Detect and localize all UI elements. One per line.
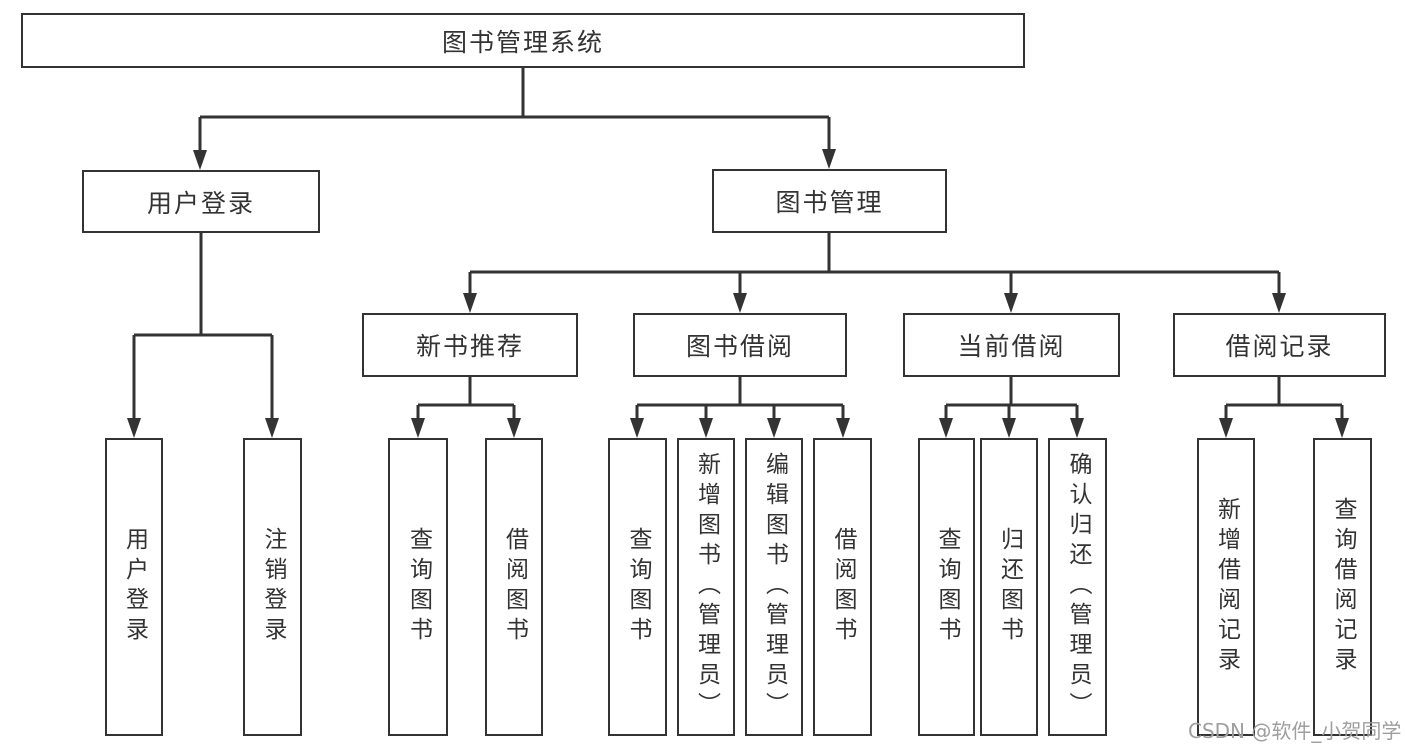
node-new-book-recommend: 新书推荐 [362, 313, 578, 377]
leaf-borrow-books-label: 借阅图书 [830, 527, 856, 647]
leaf-user-login: 用户登录 [105, 438, 163, 736]
node-book-management: 图书管理 [712, 169, 947, 233]
leaf-return-books: 归还图书 [980, 438, 1038, 736]
leaf-recommend-borrow-books: 借阅图书 [485, 438, 543, 736]
node-book-borrow-label: 图书借阅 [685, 332, 794, 361]
leaf-recommend-borrow-books-label: 借阅图书 [501, 527, 528, 647]
node-current-borrow-label: 当前借阅 [957, 332, 1066, 361]
leaf-borrow-query-books-label: 查询图书 [625, 527, 651, 647]
node-borrow-record-label: 借阅记录 [1225, 332, 1334, 361]
watermark: CSDN @软件_小贺同学 [1188, 719, 1402, 743]
node-root: 图书管理系统 [21, 13, 1025, 68]
node-current-borrow: 当前借阅 [903, 313, 1120, 377]
leaf-current-query-books-label: 查询图书 [934, 527, 960, 647]
leaf-add-borrow-record-label: 新增借阅记录 [1213, 497, 1240, 677]
leaf-confirm-return-admin-label: 确认归还（管理员） [1065, 452, 1091, 722]
leaf-add-books-admin-label: 新增图书（管理员） [693, 452, 720, 722]
leaf-confirm-return-admin: 确认归还（管理员） [1048, 438, 1107, 736]
node-book-management-label: 图书管理 [775, 188, 884, 217]
arrowheads [127, 149, 1349, 438]
node-new-book-recommend-label: 新书推荐 [415, 332, 524, 361]
leaf-query-borrow-record-label: 查询借阅记录 [1330, 497, 1356, 677]
leaf-recommend-query-books: 查询图书 [388, 438, 448, 736]
leaf-current-query-books: 查询图书 [918, 438, 975, 736]
leaf-return-books-label: 归还图书 [996, 527, 1023, 647]
leaf-query-borrow-record: 查询借阅记录 [1313, 438, 1372, 736]
node-borrow-record: 借阅记录 [1173, 313, 1386, 377]
node-book-borrow: 图书借阅 [633, 313, 847, 377]
leaf-borrow-query-books: 查询图书 [608, 438, 667, 736]
leaf-borrow-books: 借阅图书 [813, 438, 872, 736]
leaf-logout: 注销登录 [243, 438, 302, 736]
leaf-recommend-query-books-label: 查询图书 [405, 527, 432, 647]
leaf-edit-books-admin: 编辑图书（管理员） [745, 438, 803, 736]
node-user-login-label: 用户登录 [146, 188, 255, 218]
leaf-logout-label: 注销登录 [260, 527, 286, 647]
node-user-login: 用户登录 [82, 170, 320, 233]
leaf-add-borrow-record: 新增借阅记录 [1197, 438, 1255, 736]
node-root-label: 图书管理系统 [441, 27, 604, 57]
leaf-add-books-admin: 新增图书（管理员） [677, 438, 735, 736]
leaf-user-login-label: 用户登录 [121, 527, 148, 647]
leaf-edit-books-admin-label: 编辑图书（管理员） [761, 452, 788, 722]
